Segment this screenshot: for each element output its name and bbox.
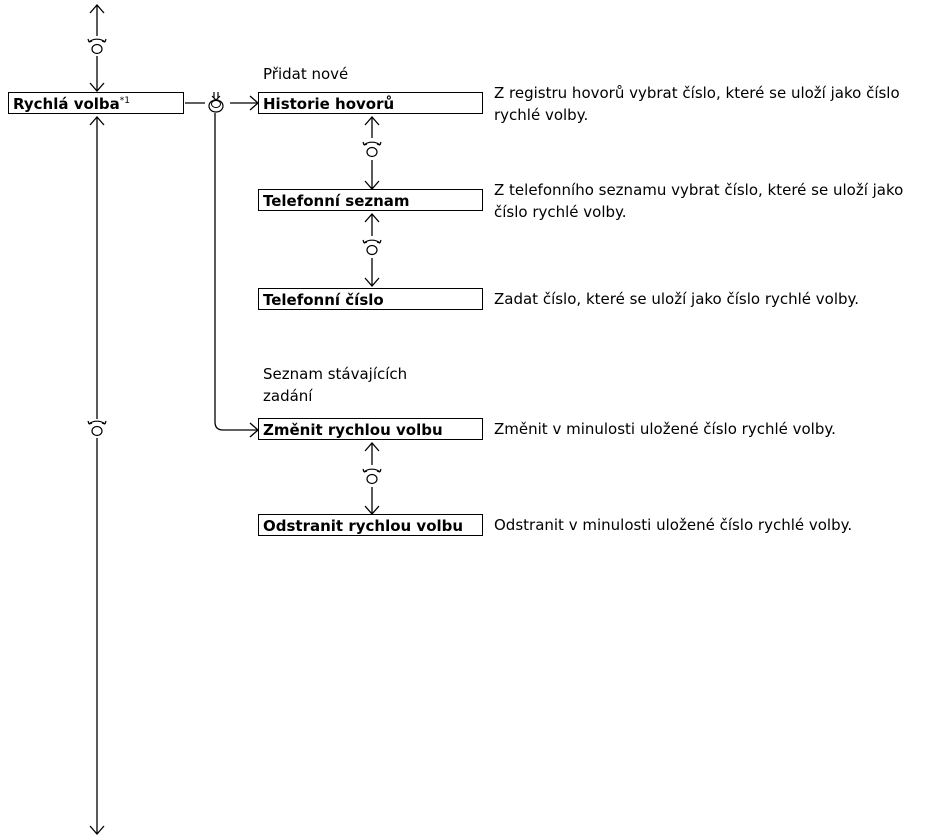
menu-root-speed-dial[interactable]: Rychlá volba*1 [8, 92, 184, 114]
desc-phonebook: Z telefonního seznamu vybrat číslo, kter… [494, 181, 904, 221]
desc-change-speed-dial: Změnit v minulosti uložené číslo rychlé … [494, 420, 836, 438]
desc-call-history: Z registru hovorů vybrat číslo, které se… [494, 84, 900, 124]
rotary-knob-icon [87, 420, 107, 437]
footnote-marker: *1 [119, 96, 131, 106]
group-heading-existing: Seznam stávajících zadání [263, 365, 408, 405]
menu-item-call-history[interactable]: Historie hovorů [258, 92, 483, 114]
menu-root-label: Rychlá volba [13, 95, 120, 113]
rotary-knob-icon [87, 38, 107, 55]
rotary-knob-icon [362, 468, 382, 485]
menu-item-phonebook[interactable]: Telefonní seznam [258, 189, 483, 211]
menu-item-change-speed-dial[interactable]: Změnit rychlou volbu [258, 418, 483, 440]
desc-delete-speed-dial: Odstranit v minulosti uložené číslo rych… [494, 516, 853, 534]
group-heading-add-new: Přidat nové [263, 65, 349, 83]
rotary-knob-icon [362, 239, 382, 256]
desc-phone-number: Zadat číslo, které se uloží jako číslo r… [494, 290, 860, 308]
rotary-knob-icon [362, 141, 382, 158]
menu-item-phone-number[interactable]: Telefonní číslo [258, 288, 483, 310]
push-knob-icon [208, 91, 224, 113]
menu-item-delete-speed-dial[interactable]: Odstranit rychlou volbu [258, 514, 483, 536]
